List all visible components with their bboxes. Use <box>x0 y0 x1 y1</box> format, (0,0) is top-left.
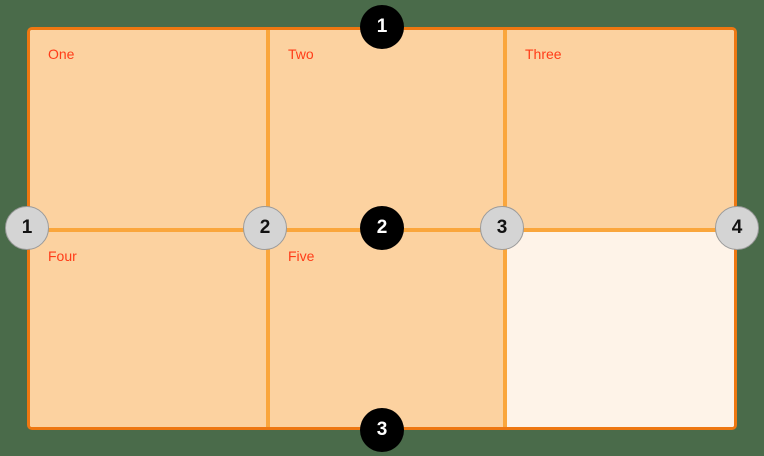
grid-cell-label-one: One <box>48 46 75 62</box>
grid-cell-one[interactable]: One <box>30 30 266 228</box>
column-handle-label: 1 <box>21 217 33 238</box>
grid-cell-label-five: Five <box>288 248 315 264</box>
row-handle-label: 1 <box>376 16 388 37</box>
column-handle-4[interactable]: 4 <box>715 206 759 250</box>
row-handle-3[interactable]: 3 <box>360 408 404 452</box>
grid-cell-six[interactable] <box>507 232 734 427</box>
column-handle-label: 3 <box>496 217 508 238</box>
grid-cell-five[interactable]: Five <box>270 232 503 427</box>
grid-cell-two[interactable]: Two <box>270 30 503 228</box>
grid-cell-four[interactable]: Four <box>30 232 266 427</box>
column-handle-2[interactable]: 2 <box>243 206 287 250</box>
grid-cell-label-three: Three <box>525 46 562 62</box>
row-handle-label: 3 <box>376 419 388 440</box>
row-handle-1[interactable]: 1 <box>360 5 404 49</box>
column-handle-label: 4 <box>731 217 743 238</box>
grid-cell-three[interactable]: Three <box>507 30 734 228</box>
column-handle-label: 2 <box>259 217 271 238</box>
row-handle-label: 2 <box>376 217 388 238</box>
grid-cell-label-four: Four <box>48 248 77 264</box>
grid-container: One Two Three Four Five <box>27 27 737 430</box>
row-handle-2[interactable]: 2 <box>360 206 404 250</box>
column-handle-1[interactable]: 1 <box>5 206 49 250</box>
column-handle-3[interactable]: 3 <box>480 206 524 250</box>
grid-cell-label-two: Two <box>288 46 314 62</box>
